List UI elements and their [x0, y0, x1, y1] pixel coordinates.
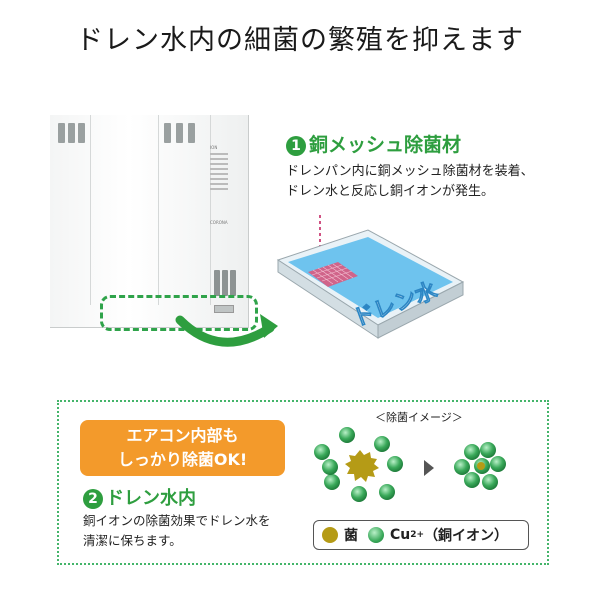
drain-pan-illustration: ドレン水: [276, 215, 465, 339]
page-headline: ドレン水内の細菌の繁殖を抑えます: [76, 25, 524, 56]
info-box: [57, 400, 549, 565]
number-badge-2: 2: [83, 489, 103, 509]
ion-label: ION: [210, 145, 218, 150]
number-badge-1: 1: [286, 135, 306, 156]
control-panel: ION CORONA: [210, 145, 244, 265]
curved-arrow-icon: [175, 314, 278, 347]
bacteria-legend-icon: [322, 527, 338, 543]
air-conditioner-unit: ION CORONA: [50, 115, 249, 328]
brand-label: CORONA: [210, 220, 228, 225]
sterilization-image-label: ＜除菌イメージ＞: [375, 411, 463, 424]
arrow-right-icon: [424, 460, 434, 476]
drain-highlight-box: [100, 295, 258, 331]
callout1-description: ドレンパン内に銅メッシュ除菌材を装着、 ドレン水と反応し銅イオンが発生。: [286, 164, 534, 199]
drain-outlet: [214, 305, 234, 313]
callout2-description: 銅イオンの除菌効果でドレン水を 清潔に保ちます。: [83, 513, 271, 548]
bacteria-small-icon: [477, 462, 485, 470]
ion-cluster: [454, 442, 506, 490]
promo-banner: エアコン内部も しっかり除菌OK!: [80, 420, 285, 476]
copper-ion-legend-icon: [368, 527, 384, 543]
sterilization-illustration: [314, 427, 506, 502]
copper-ion-icons: [314, 427, 403, 502]
bacteria-large-icon: [345, 450, 379, 482]
copper-mesh: [308, 262, 358, 287]
